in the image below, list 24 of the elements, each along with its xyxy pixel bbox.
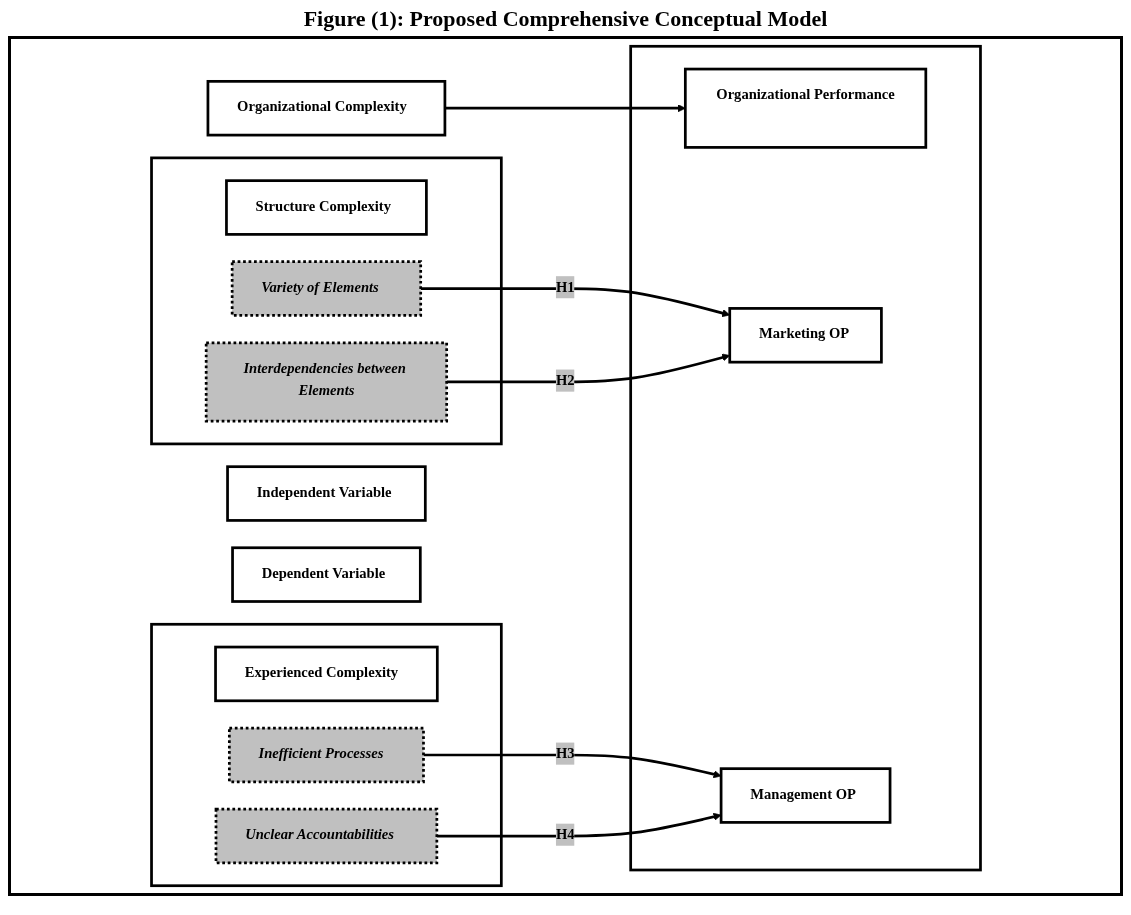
node-box: Organizational Complexity — [206, 80, 446, 137]
node-box: Management OP — [719, 767, 891, 824]
node-box: Marketing OP — [727, 307, 883, 364]
node-box: Variety of Elements — [230, 260, 422, 317]
edge-label: H3 — [555, 745, 575, 761]
cluster — [149, 622, 503, 888]
node-box: Structure Complexity — [224, 179, 428, 236]
node-box: Dependent Variable — [230, 546, 422, 603]
node-box: Inefficient Processes — [227, 726, 425, 784]
edge-label: H2 — [555, 372, 575, 388]
edge-label: H1 — [555, 279, 575, 295]
node-box: Organizational Performance — [683, 67, 927, 149]
figure-title: Figure (1): Proposed Comprehensive Conceptual Model — [302, 6, 829, 32]
arrow — [420, 287, 730, 318]
cluster — [149, 156, 503, 446]
arrow — [446, 353, 730, 384]
arrow — [436, 812, 721, 838]
edge-label: H4 — [555, 826, 575, 842]
node-box: Unclear Accountabilities — [214, 807, 438, 865]
node-box: Independent Variable — [225, 465, 427, 522]
cluster — [628, 44, 982, 872]
node-box: Interdependencies between Elements — [204, 341, 448, 423]
node-box: Experienced Complexity — [213, 645, 439, 703]
arrow — [423, 753, 721, 779]
